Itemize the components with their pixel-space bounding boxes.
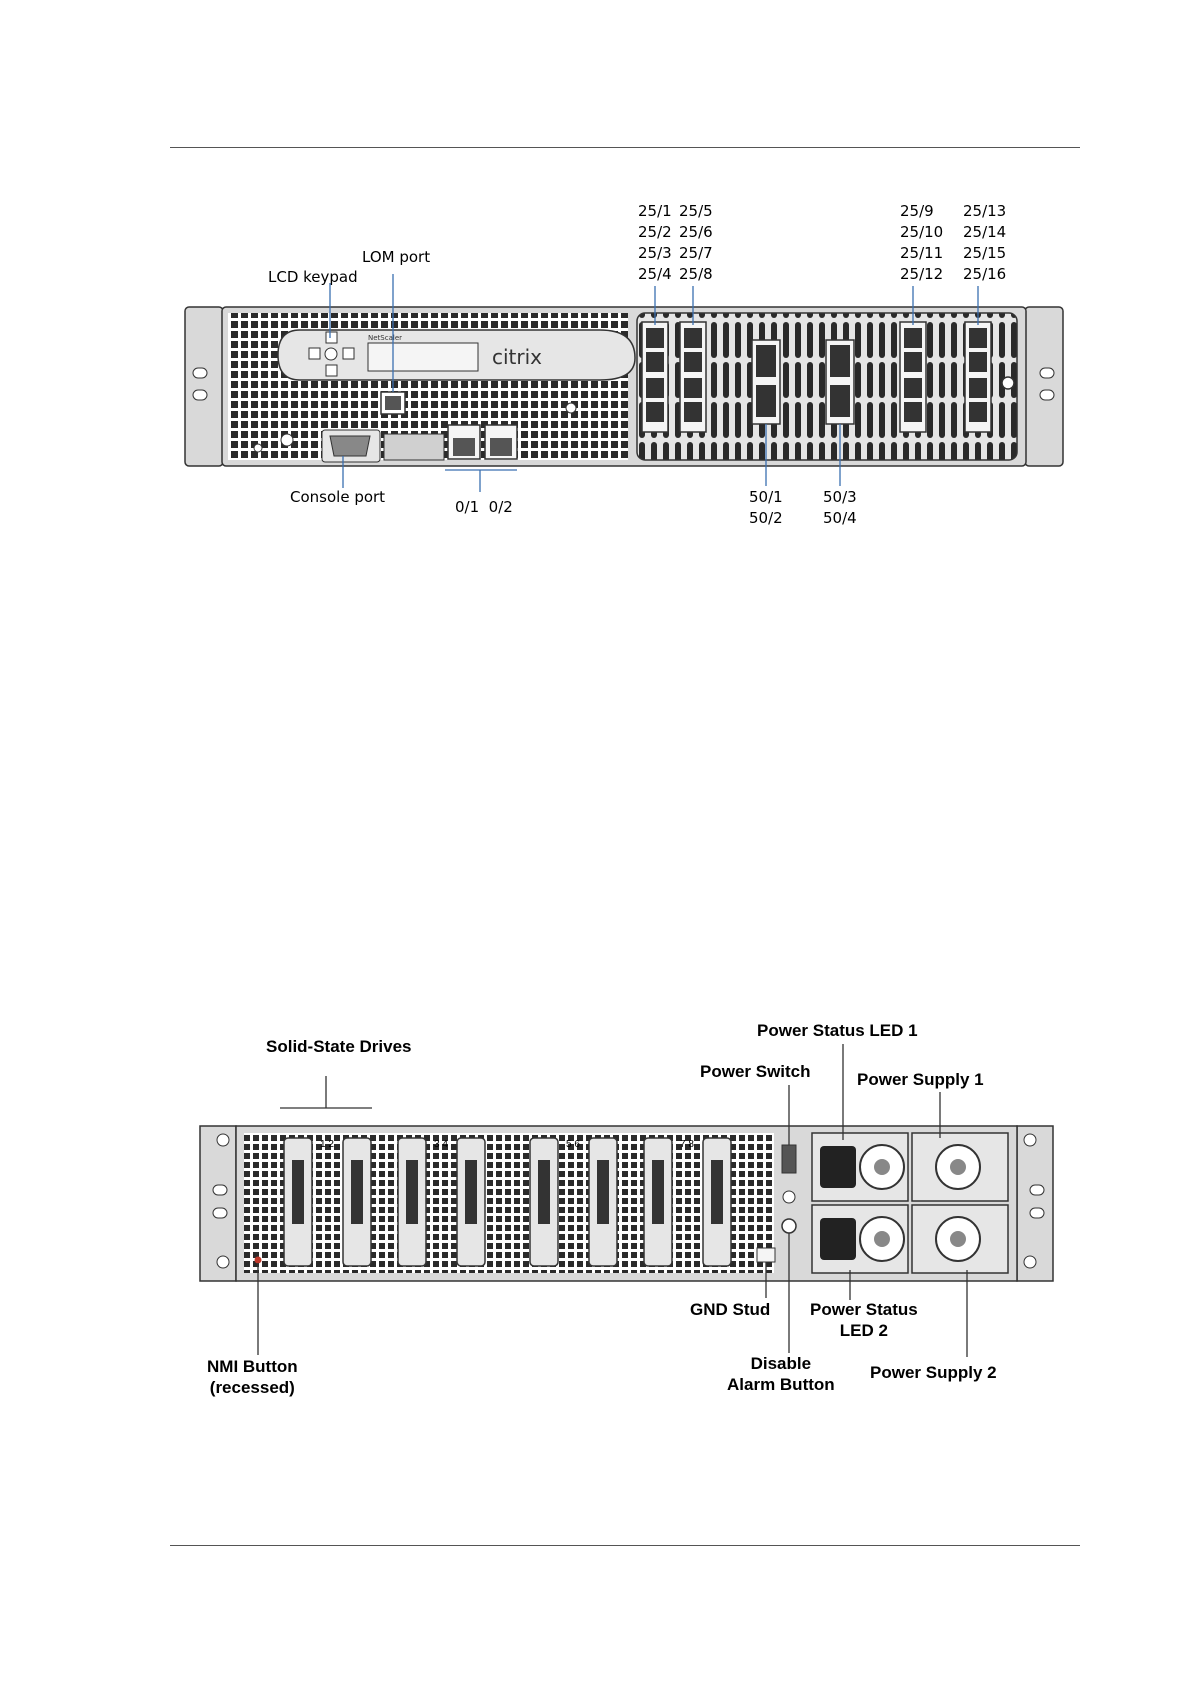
power-supply-2-label: Power Supply 2 [870, 1363, 997, 1382]
sfp-block-25-1-4 [641, 321, 669, 433]
port-label: 50/2 [749, 509, 783, 527]
port-label: 25/14 [963, 223, 1007, 241]
port-label: 25/16 [963, 265, 1007, 283]
sfp-block-25-5-8 [679, 321, 707, 433]
port-label: 25/6 [679, 223, 713, 241]
port-column-3: 25/9 25/10 25/11 25/12 [900, 201, 943, 285]
label-line: NMI Button [207, 1357, 298, 1376]
drive-bay-number: 1 2 [320, 1139, 334, 1150]
port-label: 50/3 [823, 488, 857, 506]
label-line: Power Status [810, 1300, 918, 1319]
front-panel-figure: 25/1 25/2 25/3 25/4 25/5 25/6 25/7 25/8 … [0, 0, 1191, 560]
sfp-block-25-13-16 [964, 321, 992, 433]
lom-port-label: LOM port [362, 248, 431, 266]
qsfp-block-50-3-4 [825, 339, 855, 425]
power-switch-label: Power Switch [700, 1062, 811, 1081]
solid-state-drives-label: Solid-State Drives [266, 1037, 412, 1056]
rear-chassis-drawing: 1 2 3 4 5 6 7 8 [199, 1044, 1054, 1357]
power-switch [781, 1144, 797, 1174]
label-line: Alarm Button [727, 1375, 835, 1394]
power-supply-1 [811, 1132, 1009, 1202]
port-column-2: 25/5 25/6 25/7 25/8 [679, 201, 713, 285]
label-line: (recessed) [209, 1378, 295, 1397]
power-status-led-2-label: Power Status LED 2 [810, 1299, 918, 1341]
gnd-stud-label: GND Stud [690, 1300, 771, 1319]
front-chassis-drawing: NetScaler citrix [184, 274, 1064, 492]
mgmt-ports-label: 0/1 0/2 [455, 498, 513, 516]
rear-panel-figure: Solid-State Drives Power Status LED 1 Po… [199, 1021, 1054, 1398]
port-column-4: 25/13 25/14 25/15 25/16 [963, 201, 1006, 285]
port-label: 25/7 [679, 244, 713, 262]
power-status-led-1-label: Power Status LED 1 [757, 1021, 918, 1040]
power-supply-1-label: Power Supply 1 [857, 1070, 984, 1089]
nmi-button-label: NMI Button (recessed) [207, 1356, 298, 1398]
port-label: 25/5 [679, 202, 713, 220]
ports-50-3-4-label: 50/3 50/4 [823, 487, 857, 529]
qsfp-block-50-1-2 [751, 339, 781, 425]
port-label: 25/10 [900, 223, 944, 241]
port-label: 25/9 [900, 202, 934, 220]
gnd-stud [756, 1247, 776, 1263]
drive-bay-number: 3 4 [434, 1139, 448, 1150]
lcd-keypad-label: LCD keypad [268, 268, 358, 286]
nmi-button [254, 1256, 262, 1264]
port-label: 25/8 [679, 265, 713, 283]
header-rule [170, 147, 1080, 148]
drive-bay-number: 5 6 [566, 1139, 580, 1150]
drive-bay-number: 7 8 [680, 1139, 694, 1150]
power-supply-2 [811, 1204, 1009, 1274]
port-label: 25/1 [638, 202, 672, 220]
netscaler-wordmark: NetScaler [368, 334, 402, 342]
port-label: 25/2 [638, 223, 672, 241]
port-label: 50/4 [823, 509, 857, 527]
port-label: 25/13 [963, 202, 1007, 220]
sfp-block-25-9-12 [899, 321, 927, 433]
port-column-1: 25/1 25/2 25/3 25/4 [638, 201, 672, 285]
ports-50-1-2-label: 50/1 50/2 [749, 487, 783, 529]
port-label: 25/12 [900, 265, 944, 283]
port-label: 50/1 [749, 488, 783, 506]
port-label: 25/4 [638, 265, 672, 283]
port-label: 25/15 [963, 244, 1007, 262]
port-label: 25/3 [638, 244, 672, 262]
footer-rule [170, 1545, 1080, 1546]
disable-alarm-button-label: Disable Alarm Button [727, 1353, 835, 1395]
label-line: Disable [750, 1354, 812, 1373]
console-port-label: Console port [290, 488, 386, 506]
port-label: 25/11 [900, 244, 944, 262]
label-line: LED 2 [839, 1321, 888, 1340]
citrix-logo: citrix [492, 345, 542, 369]
disable-alarm-button [781, 1218, 797, 1234]
